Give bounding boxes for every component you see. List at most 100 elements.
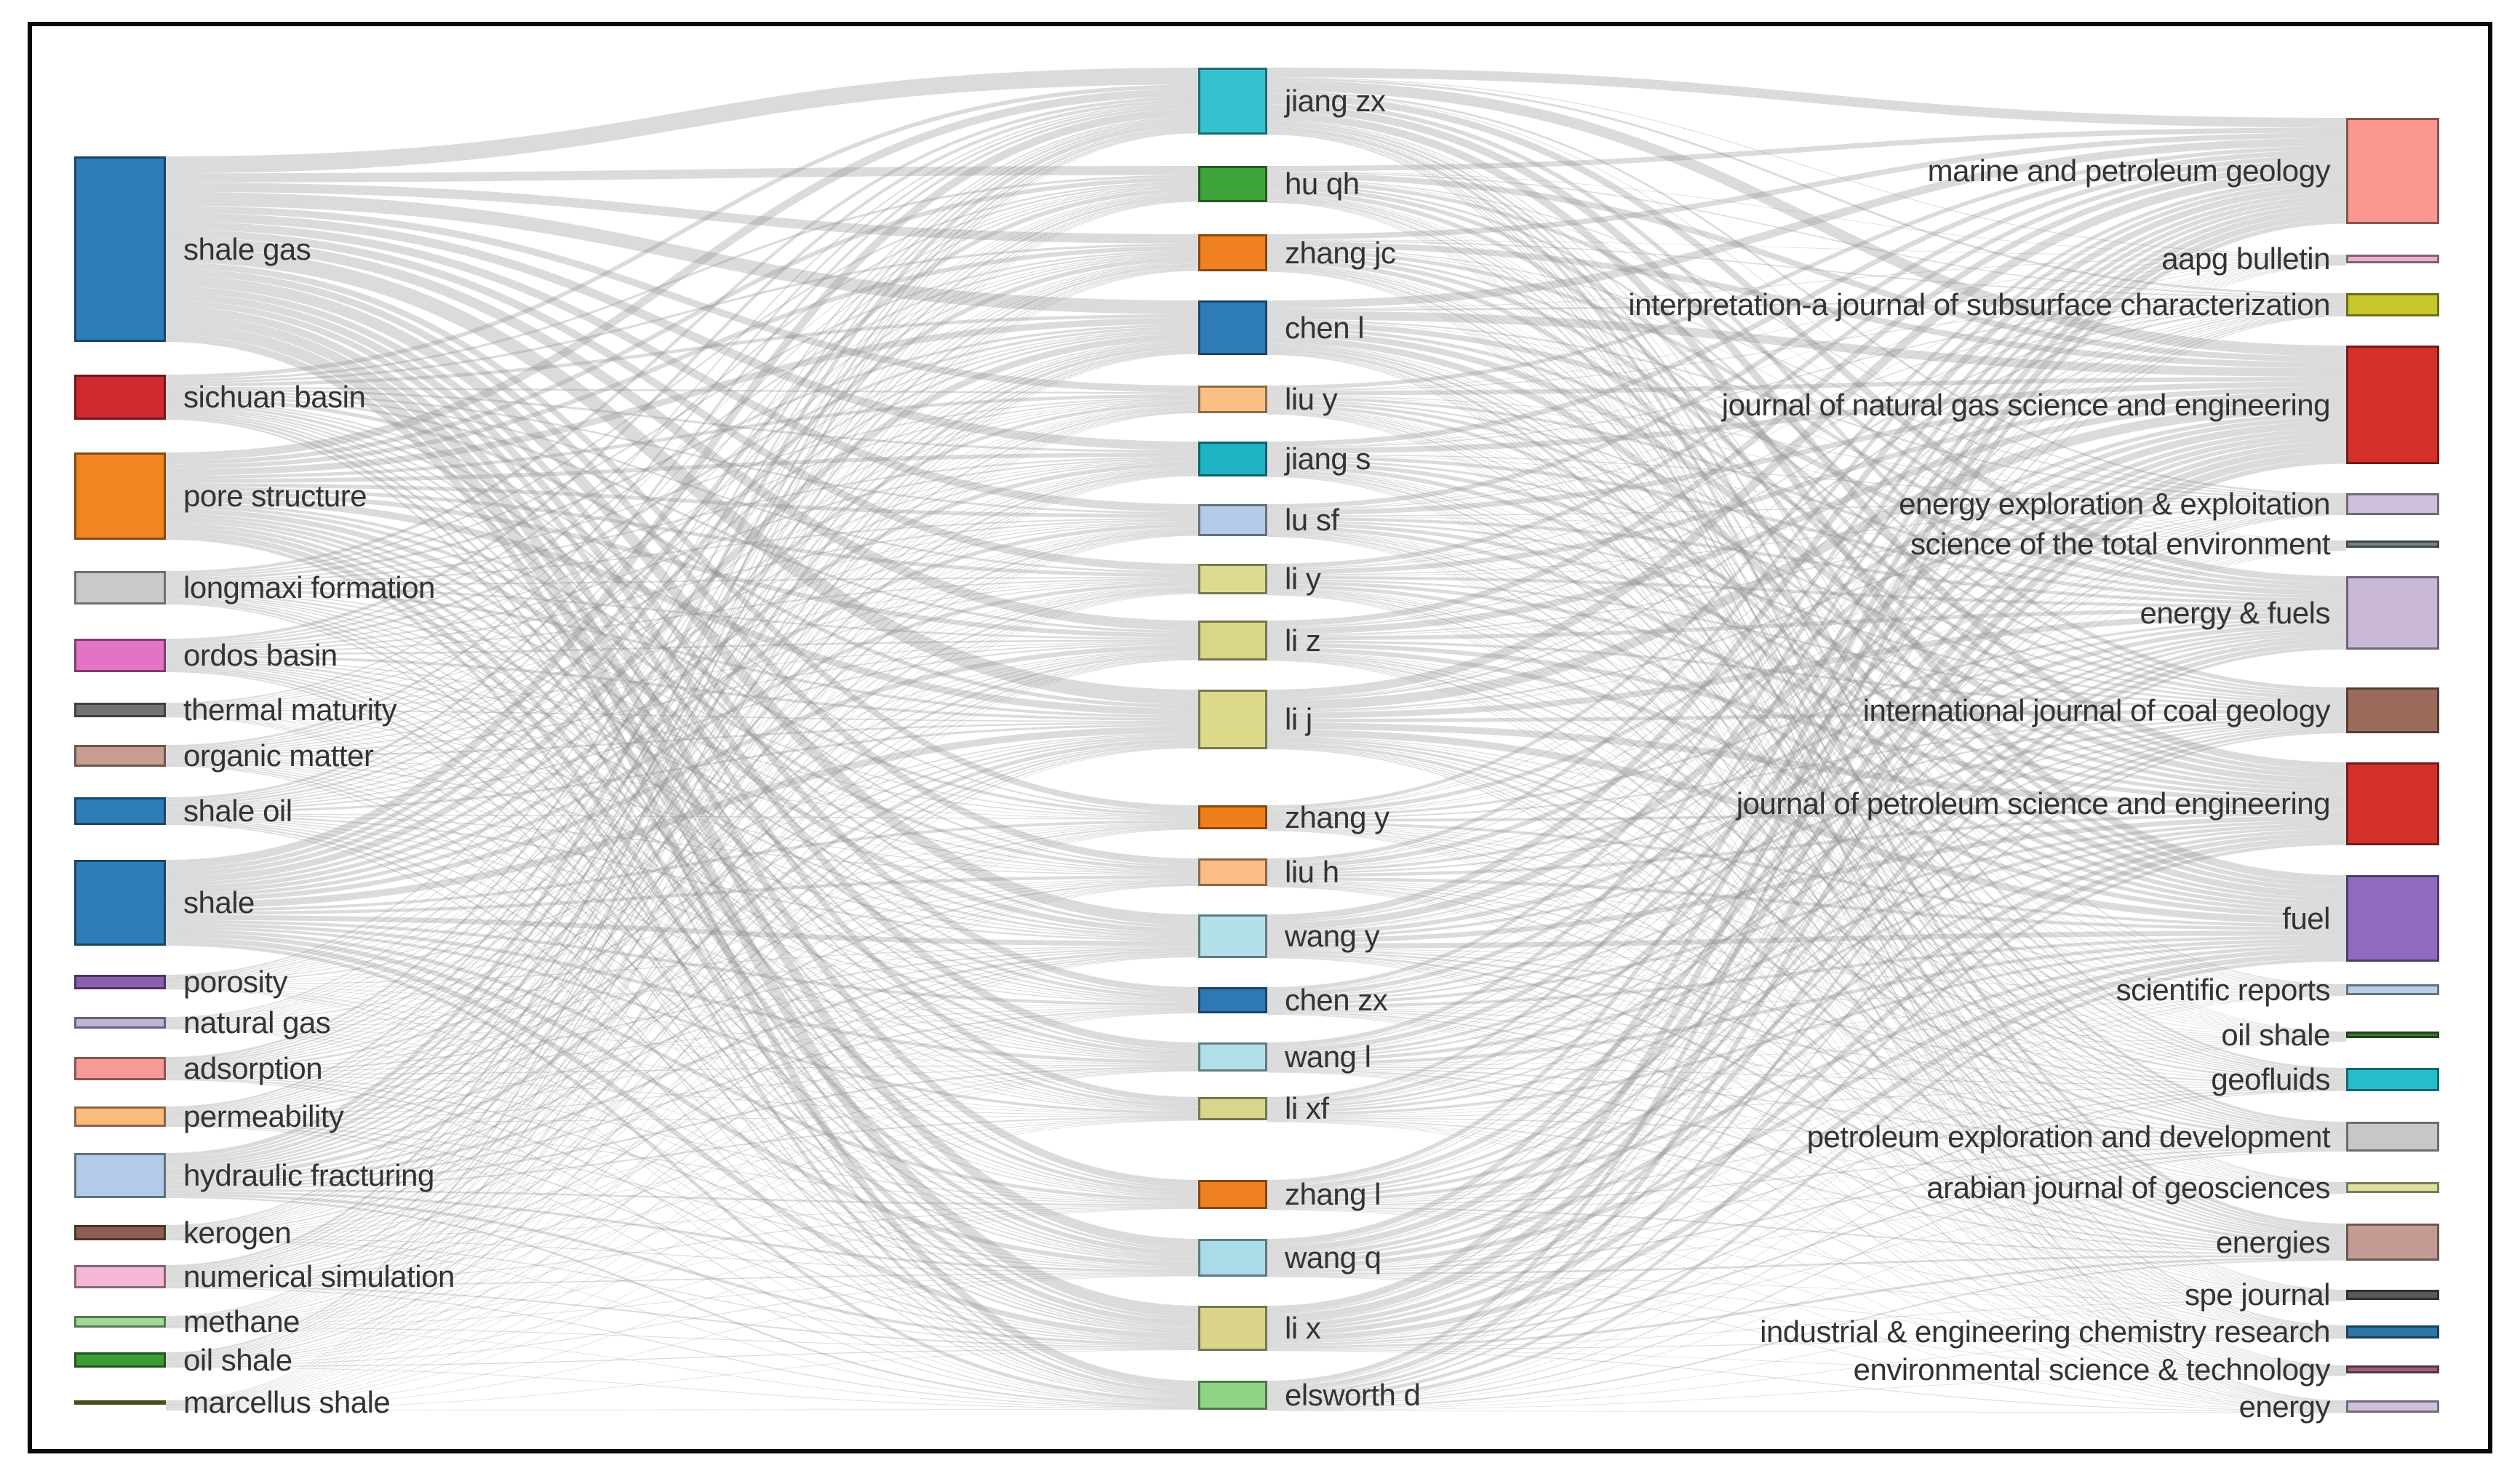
sankey-link[interactable] bbox=[165, 407, 1199, 1113]
sankey-link[interactable] bbox=[165, 950, 1199, 1185]
sankey-link[interactable] bbox=[1267, 642, 2347, 1328]
sankey-link[interactable] bbox=[1267, 171, 2347, 297]
sankey-link[interactable] bbox=[1267, 886, 2347, 1373]
node-sources-international-journal-of-coal-geology[interactable] bbox=[2346, 687, 2439, 733]
sankey-link[interactable] bbox=[165, 237, 1199, 631]
sankey-link[interactable] bbox=[165, 581, 1199, 810]
sankey-link[interactable] bbox=[1267, 201, 2347, 1328]
node-sources-journal-of-natural-gas-science-and-engineering[interactable] bbox=[2346, 346, 2439, 464]
sankey-link[interactable] bbox=[1267, 713, 2347, 819]
sankey-link[interactable] bbox=[165, 735, 1199, 1071]
sankey-link[interactable] bbox=[1267, 303, 2347, 629]
sankey-link[interactable] bbox=[165, 1207, 1199, 1327]
sankey-link[interactable] bbox=[1267, 1121, 2347, 1374]
node-keywords-kerogen[interactable] bbox=[74, 1225, 166, 1240]
sankey-link[interactable] bbox=[1267, 319, 2347, 499]
sankey-link[interactable] bbox=[165, 388, 1199, 453]
node-authors-chen-l[interactable] bbox=[1198, 300, 1267, 355]
sankey-link[interactable] bbox=[1267, 127, 2347, 1227]
sankey-link[interactable] bbox=[1267, 993, 2347, 1117]
sankey-link[interactable] bbox=[165, 341, 1199, 1021]
sankey-link[interactable] bbox=[165, 595, 1199, 1057]
sankey-link[interactable] bbox=[165, 954, 1199, 1282]
sankey-link[interactable] bbox=[165, 183, 1199, 644]
sankey-link[interactable] bbox=[1267, 994, 2347, 1342]
sankey-link[interactable] bbox=[1267, 343, 2347, 987]
sankey-link[interactable] bbox=[165, 292, 1199, 1050]
sankey-link[interactable] bbox=[1267, 123, 2347, 1125]
sankey-link[interactable] bbox=[165, 724, 1199, 813]
sankey-link[interactable] bbox=[1267, 401, 2347, 788]
sankey-link[interactable] bbox=[165, 593, 1199, 1360]
sankey-link[interactable] bbox=[1267, 198, 2347, 1184]
sankey-link[interactable] bbox=[1267, 594, 2347, 1331]
sankey-link[interactable] bbox=[1267, 1209, 2347, 1375]
sankey-link[interactable] bbox=[165, 1065, 1199, 1122]
sankey-link[interactable] bbox=[165, 534, 1199, 1321]
sankey-link[interactable] bbox=[1267, 594, 2347, 1406]
sankey-link[interactable] bbox=[1267, 172, 2347, 362]
sankey-link[interactable] bbox=[1267, 455, 2347, 602]
sankey-link[interactable] bbox=[1267, 536, 2347, 1405]
sankey-link[interactable] bbox=[165, 655, 1199, 1233]
sankey-link[interactable] bbox=[165, 116, 1199, 976]
sankey-link[interactable] bbox=[1267, 202, 2347, 1403]
sankey-link[interactable] bbox=[1267, 474, 2347, 1294]
sankey-link[interactable] bbox=[1267, 652, 2347, 990]
sankey-link[interactable] bbox=[165, 199, 1199, 1318]
sankey-link[interactable] bbox=[165, 399, 1199, 708]
sankey-link[interactable] bbox=[165, 986, 1199, 1202]
node-sources-energy[interactable] bbox=[2346, 1400, 2439, 1413]
sankey-link[interactable] bbox=[165, 469, 1199, 1114]
sankey-link[interactable] bbox=[1267, 475, 2347, 1331]
sankey-link[interactable] bbox=[1267, 80, 2347, 356]
sankey-link[interactable] bbox=[1267, 952, 2347, 1341]
sankey-link[interactable] bbox=[165, 314, 1199, 1249]
sankey-link[interactable] bbox=[165, 386, 1199, 394]
node-keywords-permeability[interactable] bbox=[74, 1106, 166, 1127]
sankey-link[interactable] bbox=[1267, 506, 2347, 869]
sankey-link[interactable] bbox=[1267, 1041, 2347, 1405]
sankey-link[interactable] bbox=[1267, 309, 2347, 993]
sankey-link[interactable] bbox=[165, 269, 1199, 1356]
sankey-link[interactable] bbox=[165, 639, 1199, 655]
sankey-link[interactable] bbox=[1267, 263, 2347, 1245]
sankey-link[interactable] bbox=[1267, 936, 2347, 1008]
sankey-link[interactable] bbox=[1267, 199, 2347, 1229]
sankey-link[interactable] bbox=[1267, 519, 2347, 706]
sankey-link[interactable] bbox=[1267, 346, 2347, 1130]
sankey-link[interactable] bbox=[165, 1116, 1199, 1190]
sankey-link[interactable] bbox=[1267, 953, 2347, 1250]
sankey-link[interactable] bbox=[1267, 535, 2347, 1370]
sankey-link[interactable] bbox=[1267, 942, 2347, 1116]
sankey-link[interactable] bbox=[165, 221, 1199, 513]
sankey-link[interactable] bbox=[1267, 256, 2347, 309]
sankey-link[interactable] bbox=[1267, 192, 2347, 992]
sankey-link[interactable] bbox=[165, 709, 1199, 722]
sankey-link[interactable] bbox=[165, 519, 1199, 653]
sankey-link[interactable] bbox=[1267, 132, 2347, 240]
sankey-link[interactable] bbox=[1267, 575, 2347, 608]
node-authors-li-x[interactable] bbox=[1198, 1306, 1267, 1351]
sankey-link[interactable] bbox=[165, 351, 1199, 1320]
sankey-link[interactable] bbox=[165, 408, 1199, 1167]
node-authors-wang-y[interactable] bbox=[1198, 914, 1267, 958]
sankey-link[interactable] bbox=[165, 653, 1199, 1176]
sankey-link[interactable] bbox=[165, 200, 1199, 1355]
sankey-link[interactable] bbox=[165, 593, 1199, 1405]
sankey-link[interactable] bbox=[1267, 1040, 2347, 1205]
sankey-link[interactable] bbox=[165, 192, 1199, 977]
sankey-link[interactable] bbox=[1267, 471, 2347, 1133]
node-authors-chen-zx[interactable] bbox=[1198, 987, 1267, 1013]
sankey-link[interactable] bbox=[1267, 824, 2347, 992]
sankey-link[interactable] bbox=[165, 1008, 1199, 1122]
sankey-link[interactable] bbox=[165, 955, 1199, 1325]
sankey-link[interactable] bbox=[165, 1273, 1199, 1286]
sankey-link[interactable] bbox=[1267, 1275, 2347, 1338]
sankey-link[interactable] bbox=[1267, 414, 2347, 1405]
sankey-link[interactable] bbox=[165, 586, 1199, 981]
sankey-link[interactable] bbox=[1267, 469, 2347, 1035]
sankey-link[interactable] bbox=[165, 763, 1199, 1261]
sankey-link[interactable] bbox=[1267, 412, 2347, 814]
sankey-link[interactable] bbox=[165, 175, 1199, 381]
